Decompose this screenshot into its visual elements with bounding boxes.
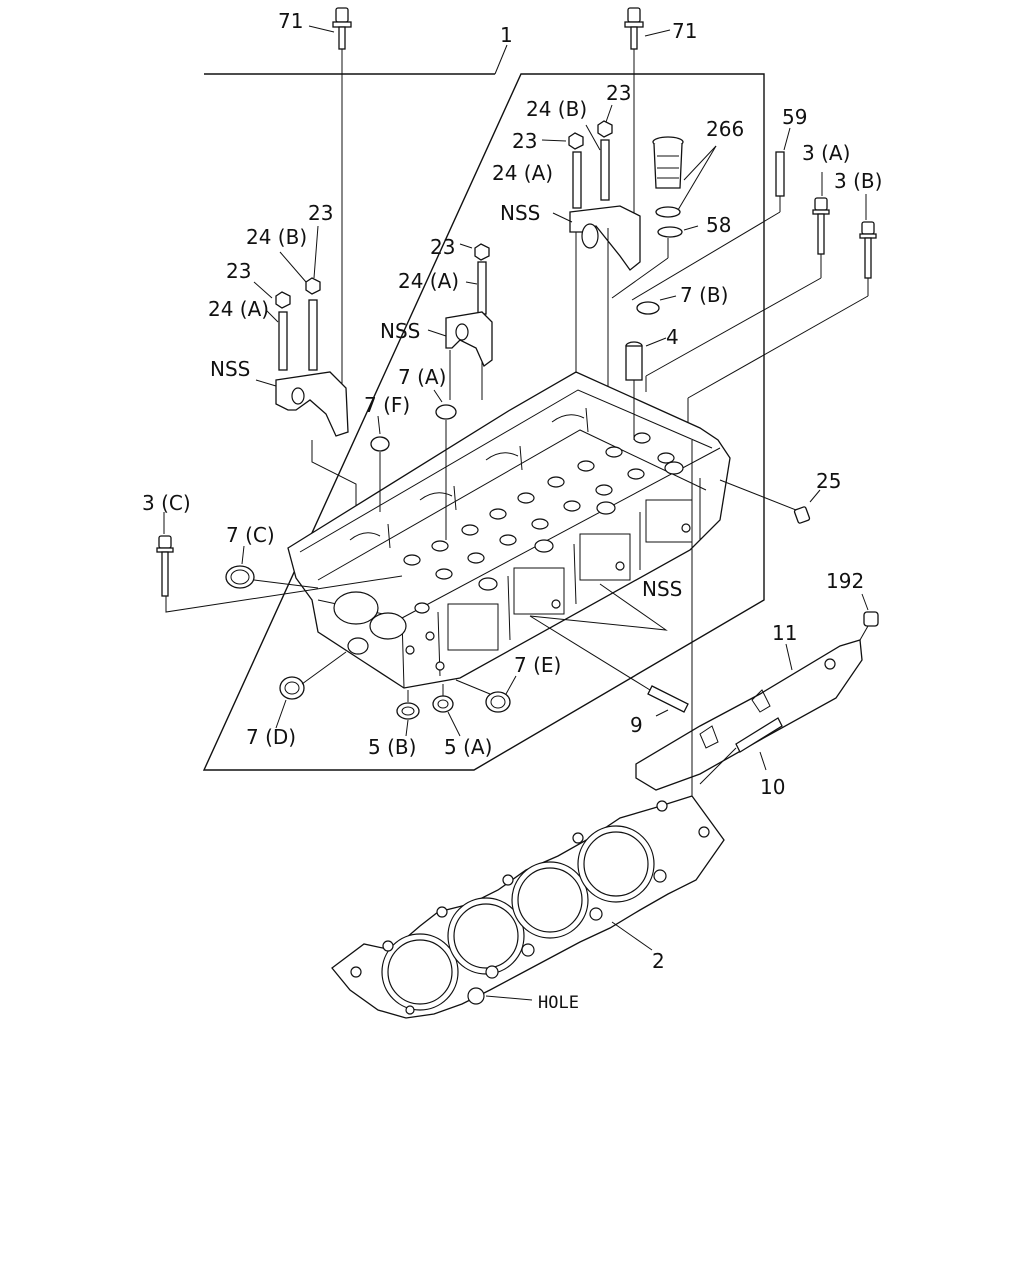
label-5b: 5 (B) [368, 735, 416, 759]
label-24b-left: 24 (B) [246, 225, 307, 249]
label-23-top-right: 23 [606, 81, 631, 105]
label-3c: 3 (C) [142, 491, 191, 515]
label-7c: 7 (C) [226, 523, 275, 547]
bolt-3a [645, 172, 830, 392]
glow-plug-10 [699, 717, 783, 785]
label-nss-top: NSS [500, 201, 540, 225]
camshaft-cap-top [541, 104, 641, 440]
label-23-left-top: 23 [308, 201, 333, 225]
label-9: 9 [630, 713, 643, 737]
head-gasket-2 [331, 795, 725, 1019]
label-3b: 3 (B) [834, 169, 882, 193]
seal-5b [396, 690, 420, 737]
label-5a: 5 (A) [444, 735, 492, 759]
label-23-top-left: 23 [512, 129, 537, 153]
callout-labels: 71 71 1 24 (B) 23 23 24 (A) NSS 266 58 5… [142, 9, 882, 1013]
label-1: 1 [500, 23, 513, 47]
label-7b: 7 (B) [680, 283, 728, 307]
label-nss-right: NSS [642, 577, 682, 601]
label-59: 59 [782, 105, 807, 129]
plug-7c [225, 545, 319, 589]
label-10: 10 [760, 775, 785, 799]
label-24a-left: 24 (A) [208, 297, 269, 321]
label-266: 266 [706, 117, 744, 141]
label-hole: HOLE [538, 993, 579, 1013]
cylinder-head [287, 371, 731, 689]
label-24b-top: 24 (B) [526, 97, 587, 121]
assembly-frame [202, 44, 765, 771]
label-192: 192 [826, 569, 864, 593]
bracket-11 [635, 440, 879, 798]
label-23-left: 23 [226, 259, 251, 283]
camshaft-cap-middle [427, 243, 493, 400]
stud-59 [631, 127, 791, 301]
bolt-71-right [624, 7, 671, 230]
label-7e: 7 (E) [514, 653, 561, 677]
label-nss-middle: NSS [380, 319, 420, 343]
camshaft-cap-left [253, 225, 357, 540]
label-71-left: 71 [278, 9, 303, 33]
label-71-right: 71 [672, 19, 697, 43]
label-11: 11 [772, 621, 797, 645]
bolt-3c [156, 512, 403, 613]
plug-7f [370, 415, 390, 512]
seal-5a [432, 684, 461, 737]
label-58: 58 [706, 213, 731, 237]
plug-7d [275, 651, 347, 729]
label-23-middle: 23 [430, 235, 455, 259]
bolt-3b [687, 194, 877, 430]
label-3a: 3 (A) [802, 141, 850, 165]
label-2: 2 [652, 949, 665, 973]
label-24a-middle: 24 (A) [398, 269, 459, 293]
injector-sleeve-266 [611, 136, 717, 299]
bolt-71-left [308, 7, 352, 395]
stud-9 [529, 583, 689, 717]
valve-guide-4 [625, 295, 677, 440]
label-nss-left: NSS [210, 357, 250, 381]
label-7f: 7 (F) [364, 393, 410, 417]
label-7a: 7 (A) [398, 365, 446, 389]
plug-7a [433, 389, 457, 540]
label-4: 4 [666, 325, 679, 349]
plug-7e [455, 675, 517, 713]
label-7d: 7 (D) [246, 725, 296, 749]
bolt-25 [719, 479, 821, 524]
label-24a-top: 24 (A) [492, 161, 553, 185]
label-25: 25 [816, 469, 841, 493]
